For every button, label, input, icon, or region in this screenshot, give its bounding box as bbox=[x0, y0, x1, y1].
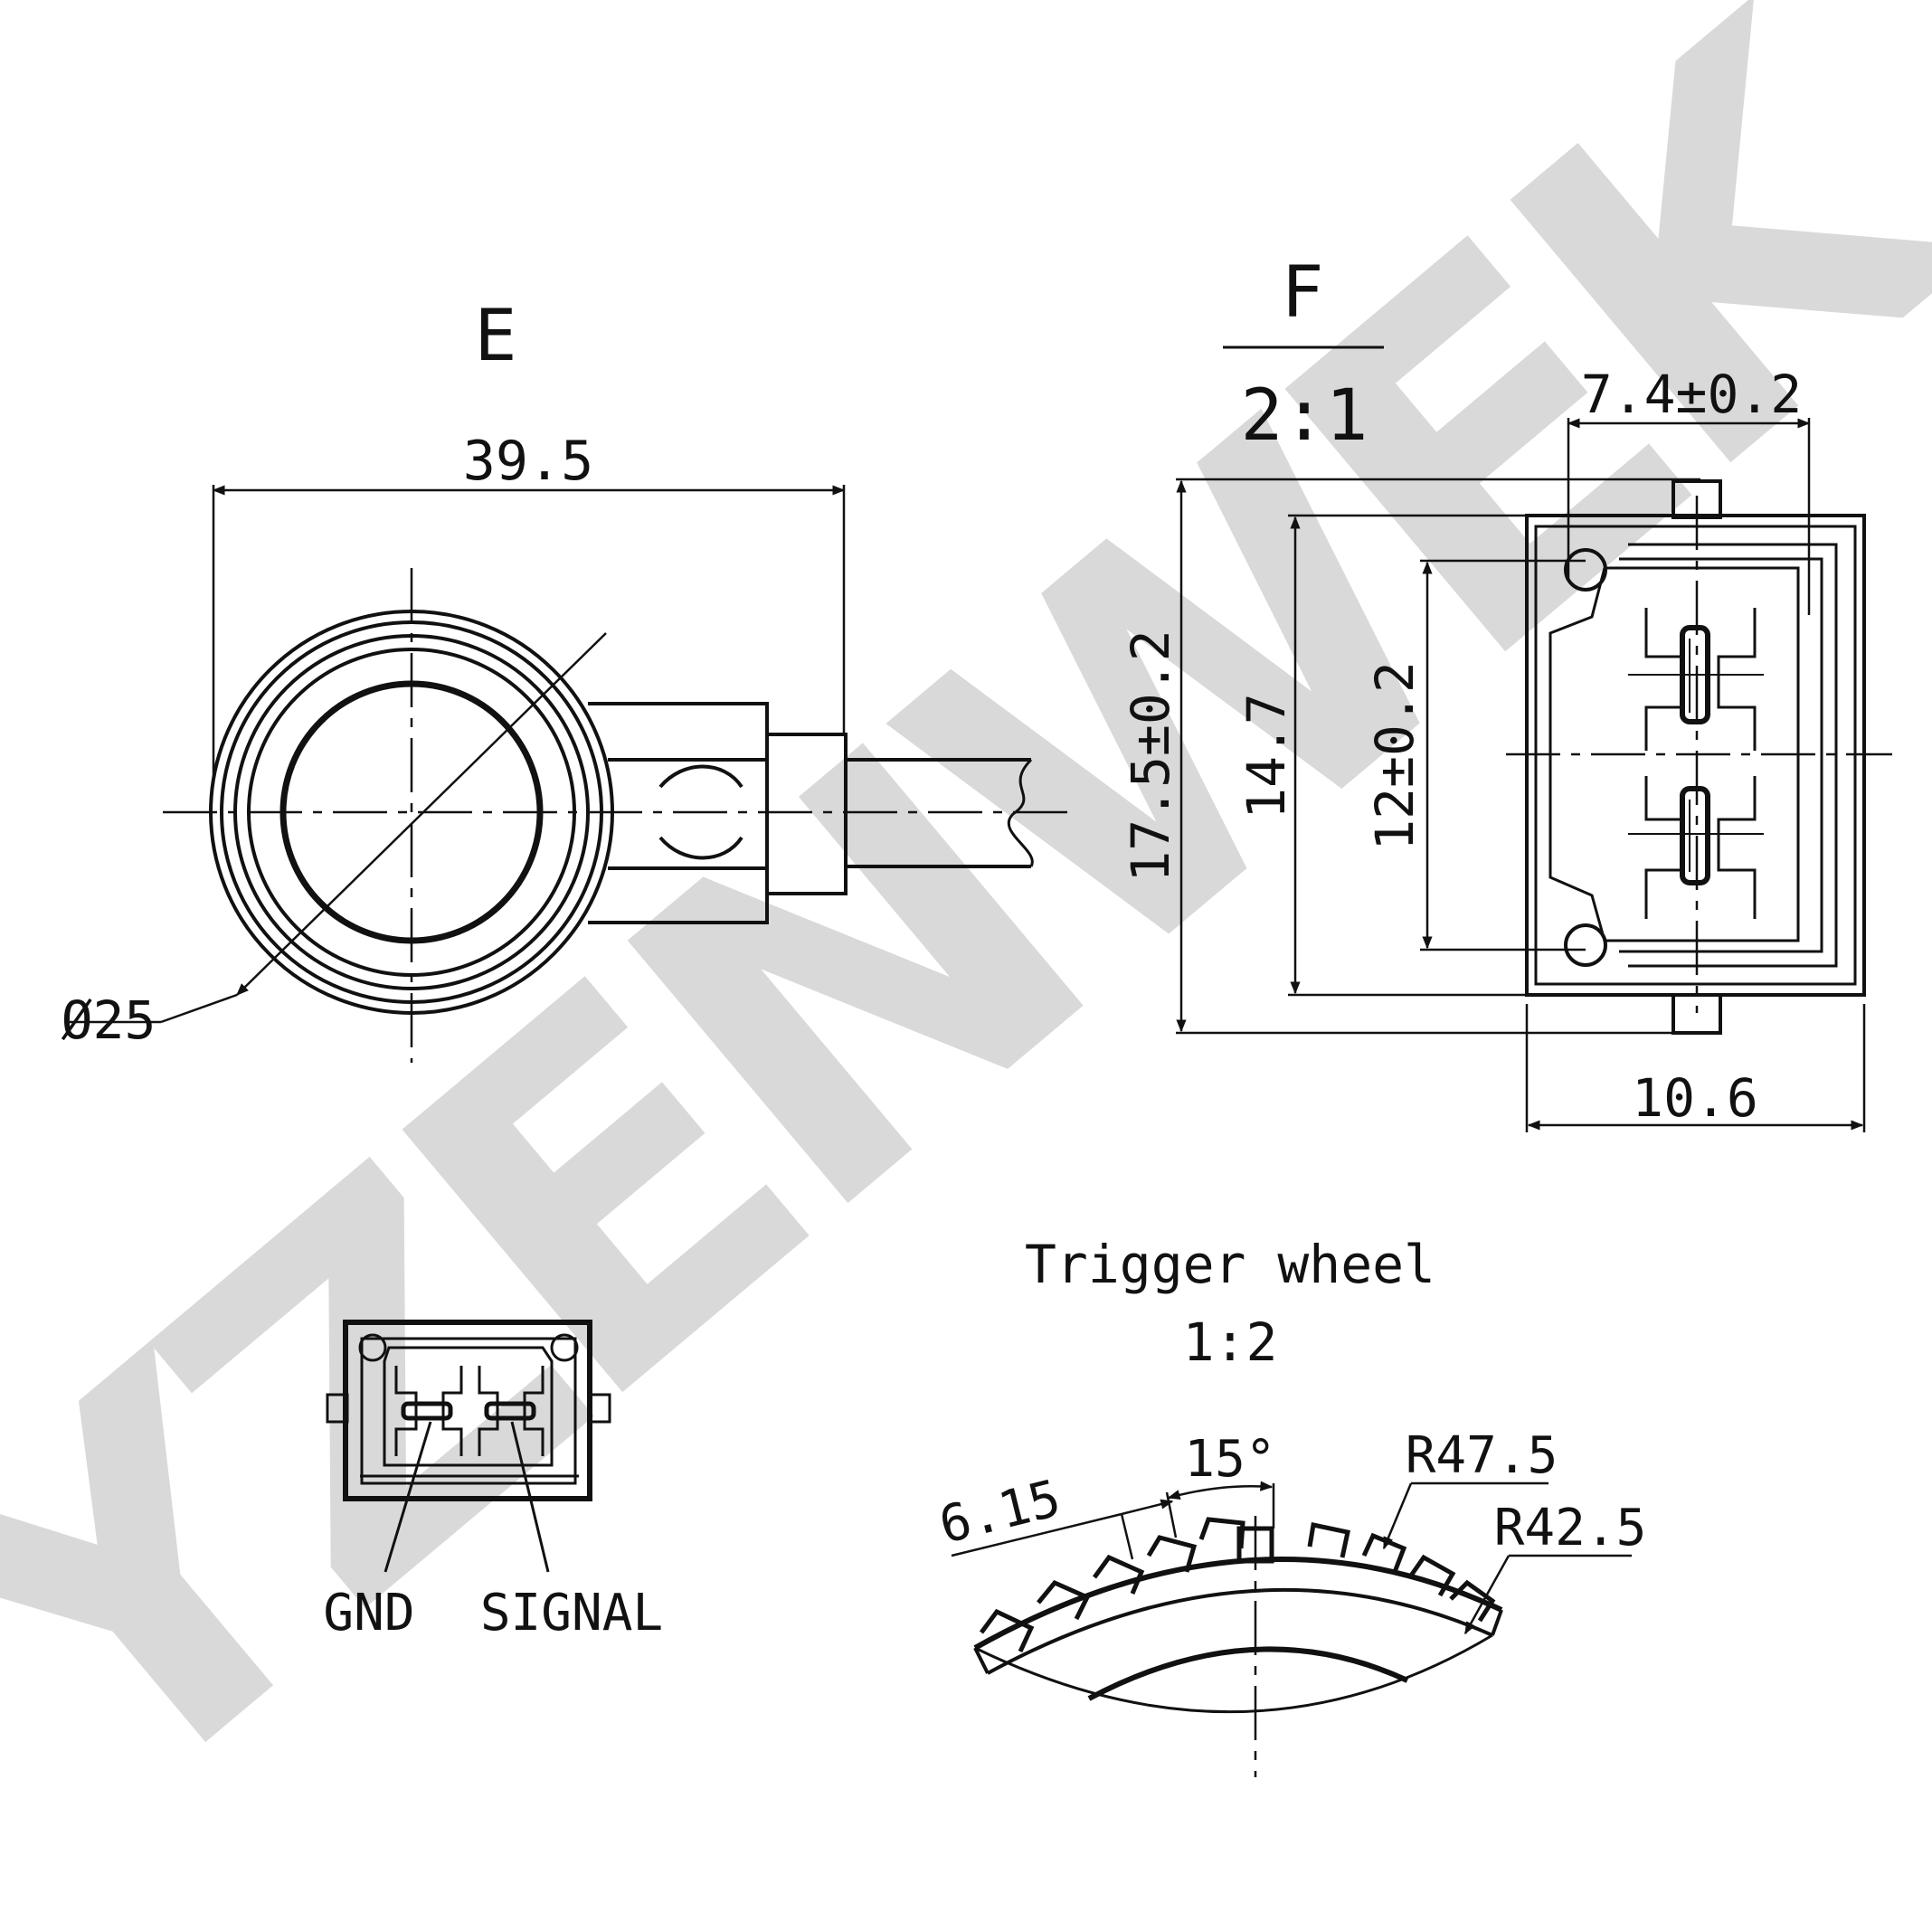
dim-angle-15: 15° bbox=[1184, 1430, 1275, 1489]
label-gnd: GND bbox=[323, 1584, 414, 1642]
trigger-wheel-scale: 1:2 bbox=[1183, 1311, 1278, 1373]
view-f-scale: 2:1 bbox=[1241, 375, 1368, 457]
dim-inner-radius: R42.5 bbox=[1494, 1499, 1647, 1557]
dim-tooth-6-15: 6.15 bbox=[933, 1469, 1066, 1556]
view-f-title: F bbox=[1282, 252, 1324, 334]
dim-height-inner: 14.7 bbox=[1236, 693, 1297, 819]
dim-width-39-5: 39.5 bbox=[463, 430, 594, 493]
dim-pin-pitch: 7.4±0.2 bbox=[1581, 364, 1802, 425]
view-f: F 2:1 7.4±0.2 bbox=[1120, 252, 1892, 1132]
dim-height-outer: 17.5±0.2 bbox=[1120, 629, 1181, 882]
label-signal: SIGNAL bbox=[480, 1584, 663, 1642]
connector-front-view: GND SIGNAL bbox=[323, 1320, 663, 1642]
view-e: E 39.5 Ø25 bbox=[62, 296, 1076, 1063]
view-e-title: E bbox=[475, 296, 517, 377]
dim-outer-radius: R47.5 bbox=[1406, 1426, 1558, 1485]
dim-diameter-25: Ø25 bbox=[62, 989, 156, 1051]
dim-hole-spacing: 12±0.2 bbox=[1364, 661, 1425, 851]
dim-width-10-6: 10.6 bbox=[1632, 1067, 1758, 1129]
trigger-wheel: Trigger wheel 1:2 6.15 15° R4 bbox=[933, 1234, 1646, 1777]
trigger-wheel-title: Trigger wheel bbox=[1025, 1234, 1435, 1295]
